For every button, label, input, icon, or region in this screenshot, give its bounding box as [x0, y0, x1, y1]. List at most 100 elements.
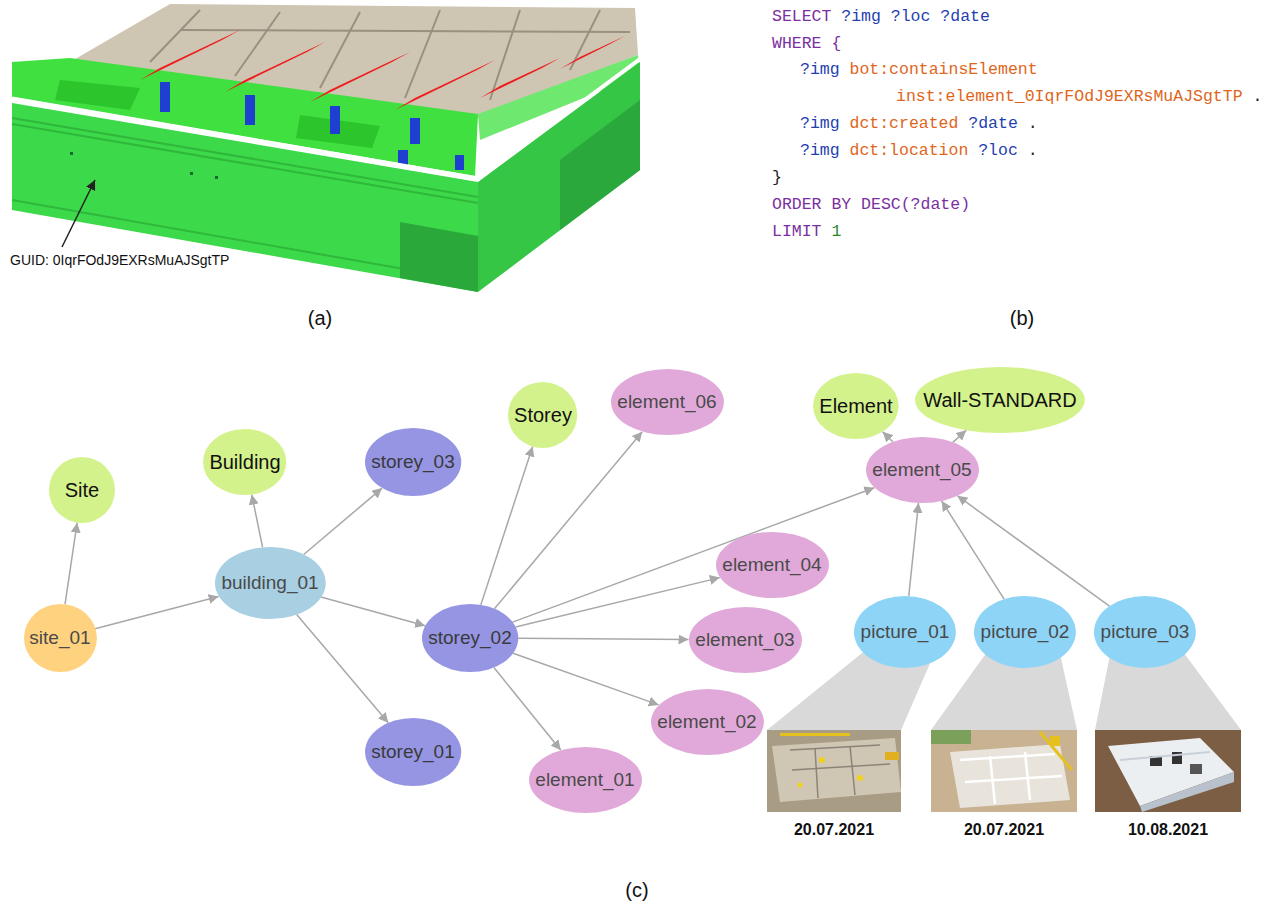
node-label: element_04 [722, 554, 821, 576]
node-ellipse-shape [203, 429, 286, 495]
panel-label: (c) [625, 878, 648, 902]
node-ellipse-shape [1094, 596, 1196, 668]
code-line: ORDER BY DESC(?date) [772, 194, 970, 216]
class-node: Element [813, 373, 899, 439]
relation-arrow [957, 496, 1109, 606]
bim-model [12, 4, 640, 292]
relation-arrow [95, 596, 219, 628]
node-label: building_01 [221, 572, 318, 594]
node-ellipse-shape [813, 373, 899, 439]
node-ellipse-shape [24, 604, 97, 672]
code-line: inst:element_0IqrFOdJ9EXRsMuAJSgtTP. [896, 86, 1262, 108]
storey-node: storey_02 [422, 604, 518, 672]
node-label: picture_02 [981, 621, 1070, 643]
node-ellipse-shape [49, 457, 115, 523]
node-label: picture_01 [861, 621, 950, 643]
node-label: picture_03 [1101, 621, 1190, 643]
relation-arrow [518, 638, 688, 639]
storey-node: storey_03 [365, 428, 461, 496]
code-token: SELECT [772, 7, 831, 27]
relation-arrow [516, 578, 720, 627]
date-label: 20.07.2021 [964, 820, 1044, 839]
node-label: Wall-STANDARD [923, 389, 1076, 412]
node-ellipse-shape [689, 607, 802, 673]
code-token: LIMIT [772, 222, 822, 242]
node-ellipse-shape [854, 596, 956, 668]
node-label: element_03 [695, 629, 794, 651]
picture-node: picture_02 [974, 596, 1076, 668]
relation-arrow [297, 615, 389, 723]
node-label: element_01 [535, 769, 634, 791]
element-node: element_04 [716, 532, 829, 598]
class-node: Site [49, 457, 115, 523]
code-line: ?imgdct:created?date. [800, 113, 1038, 135]
node-ellipse-shape [508, 382, 577, 448]
node-label: storey_03 [371, 451, 454, 473]
node-label: Site [65, 479, 99, 502]
code-line: WHERE { [772, 33, 841, 55]
code-token: ?img [800, 141, 840, 161]
date-label: 10.08.2021 [1128, 820, 1208, 839]
element-node: element_03 [689, 607, 802, 673]
node-ellipse-shape [529, 747, 642, 813]
code-token: inst:element_0IqrFOdJ9EXRsMuAJSgtTP [896, 87, 1243, 107]
node-ellipse-shape [365, 428, 461, 496]
leader-arrow [62, 180, 95, 247]
node-label: Building [209, 451, 280, 474]
code-token: ?img [800, 60, 840, 80]
relation-arrow [909, 503, 919, 596]
code-token: . [1028, 141, 1038, 161]
code-token: } [772, 168, 782, 188]
code-line: LIMIT 1 [772, 221, 841, 243]
code-token: 1 [831, 222, 841, 242]
code-token: bot:containsElement [850, 60, 1038, 80]
code-token: WHERE { [772, 34, 841, 54]
relation-arrow [953, 430, 966, 442]
code-token: dct:location [850, 141, 969, 161]
relation-arrow [513, 488, 875, 622]
element-node: element_06 [611, 369, 724, 435]
code-token: ?img ?loc ?date [841, 7, 990, 27]
panel-label: (a) [308, 306, 332, 330]
site-photo [767, 730, 901, 812]
element-node: element_02 [651, 689, 764, 755]
class-node: Storey [508, 382, 577, 448]
code-token: ORDER BY DESC(?date) [772, 195, 970, 215]
code-token: ?loc [978, 141, 1018, 161]
code-token: ?date [968, 114, 1018, 134]
node-label: storey_02 [428, 627, 511, 649]
relation-arrow [304, 488, 382, 554]
picture-node: picture_01 [854, 596, 956, 668]
relation-arrow [65, 523, 77, 605]
relation-arrow [942, 501, 1004, 599]
picture-node: picture_03 [1094, 596, 1196, 668]
node-ellipse-shape [215, 547, 326, 619]
relation-arrow [494, 668, 561, 751]
storey-node: storey_01 [365, 718, 461, 786]
code-line: SELECT ?img ?loc ?date [772, 6, 990, 28]
site-photo [1095, 730, 1241, 812]
node-label: site_01 [29, 627, 90, 649]
node-ellipse-shape [422, 604, 518, 672]
node-ellipse-shape [651, 689, 764, 755]
code-token: . [1252, 87, 1262, 107]
node-label: Storey [514, 404, 572, 427]
class-node: Wall-STANDARD [915, 367, 1085, 433]
class-node: Building [203, 429, 286, 495]
node-ellipse-shape [866, 437, 979, 503]
site-node: site_01 [24, 604, 97, 672]
code-token: ?img [800, 114, 840, 134]
relation-arrow [252, 495, 263, 548]
node-ellipse-shape [365, 718, 461, 786]
node-label: storey_01 [371, 741, 454, 763]
code-line: } [772, 167, 782, 189]
date-label: 20.07.2021 [794, 820, 874, 839]
code-token: dct:created [850, 114, 959, 134]
node-ellipse-shape [716, 532, 829, 598]
relation-arrow [481, 447, 533, 605]
node-label: element_02 [657, 711, 756, 733]
element-node: element_05 [866, 437, 979, 503]
code-line: ?img dct:location ?loc. [800, 140, 1038, 162]
node-label: Element [819, 395, 892, 418]
relation-arrow [513, 653, 659, 705]
